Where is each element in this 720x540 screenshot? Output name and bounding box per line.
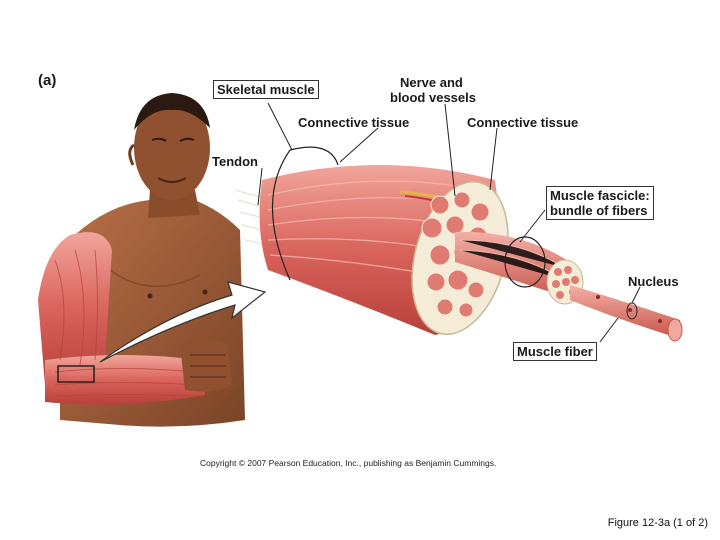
figure-caption: Figure 12-3a (1 of 2) [607,517,708,529]
hair [134,93,210,130]
label-fascicle-line2: bundle of fibers [550,203,648,218]
selection-box [57,365,95,383]
mouth [157,177,187,183]
label-fascicle-line1: Muscle fascicle: [550,188,650,203]
forearm-muscle [45,355,205,405]
upper-arm-muscle [38,232,112,385]
eye-right [179,137,195,142]
eye-left [151,137,167,142]
fist [180,338,232,392]
label-nerve-blood-vessels: Nerve and blood vessels [390,75,476,105]
label-connective-tissue-right: Connective tissue [467,115,579,130]
label-nerve-line2: blood vessels [390,90,476,105]
human-figure [38,93,245,427]
nucleus-dot-1 [596,295,600,299]
muscle-fiber [570,285,683,342]
nucleus-dot-3 [658,319,662,323]
label-skeletal-muscle: Skeletal muscle [213,80,319,99]
label-nerve-line1: Nerve and [400,75,463,90]
panel-label: (a) [38,72,57,89]
copyright-notice: Copyright © 2007 Pearson Education, Inc.… [200,458,497,468]
zoom-arrow [99,281,267,363]
label-connective-tissue-left: Connective tissue [298,115,410,130]
ear [128,143,135,166]
label-muscle-fascicle: Muscle fascicle: bundle of fibers [546,186,654,220]
leader-lines [257,102,641,343]
label-muscle-fiber: Muscle fiber [513,342,597,361]
label-tendon: Tendon [212,154,258,169]
label-nucleus: Nucleus [628,274,679,289]
head [134,96,210,200]
nucleus-dot-2 [628,308,632,312]
